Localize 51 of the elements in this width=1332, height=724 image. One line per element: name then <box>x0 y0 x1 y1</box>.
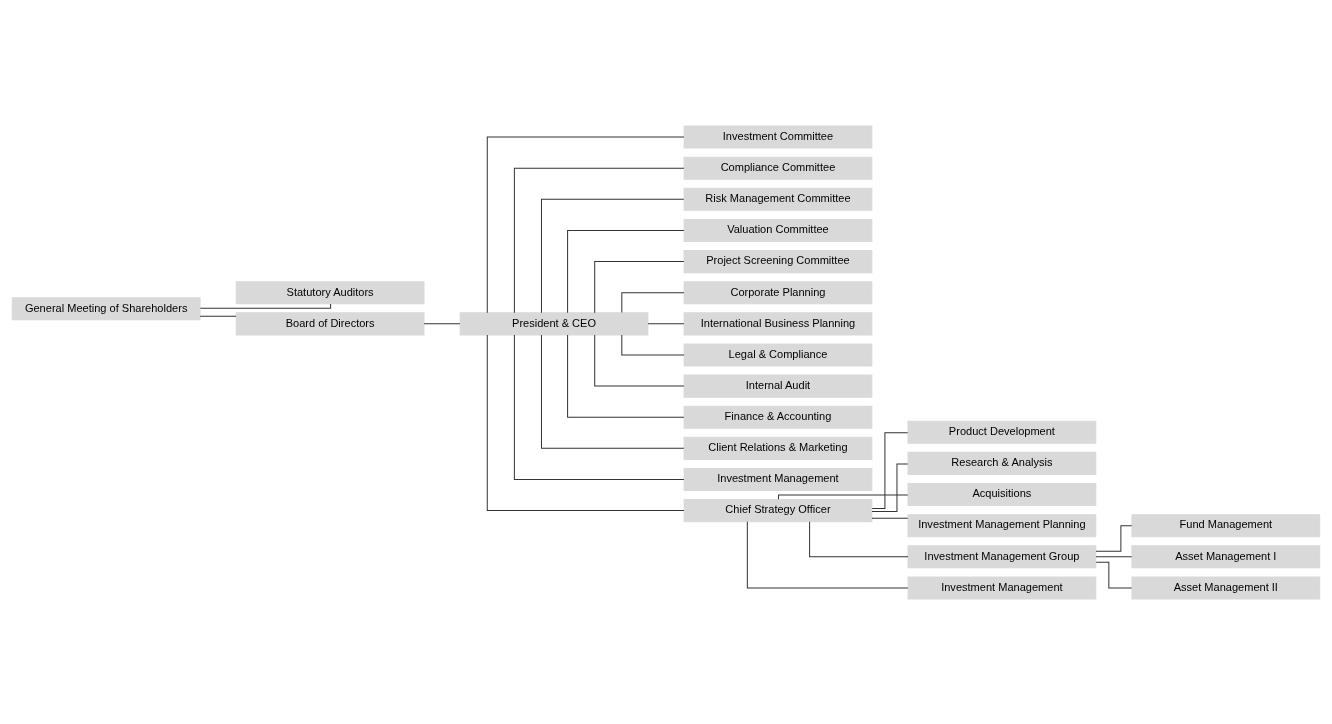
connector <box>513 334 685 480</box>
connector <box>594 260 685 313</box>
connector <box>621 334 685 355</box>
connector <box>777 494 909 500</box>
node-box: Acquisitions <box>907 482 1097 506</box>
node-box: Project Screening Committee <box>683 249 873 273</box>
node-box: Asset Management I <box>1131 544 1321 568</box>
connector <box>423 322 461 324</box>
node-box: Fund Management <box>1131 513 1321 537</box>
connector <box>541 198 685 313</box>
node-box: Investment Committee <box>683 125 873 149</box>
node-box: Investment Management Planning <box>907 513 1097 537</box>
node-box: Internal Audit <box>683 374 873 398</box>
connector <box>1095 555 1133 557</box>
node-box: Corporate Planning <box>683 280 873 304</box>
node-box: Risk Management Committee <box>683 187 873 211</box>
connector <box>1095 524 1133 552</box>
node-box: International Business Planning <box>683 311 873 335</box>
connector <box>809 520 909 557</box>
node-box: Client Relations & Marketing <box>683 436 873 460</box>
connector <box>621 291 685 313</box>
connector <box>199 315 237 317</box>
connector <box>486 136 685 313</box>
connector <box>871 462 909 512</box>
connector <box>513 167 685 313</box>
node-box: Research & Analysis <box>907 451 1097 475</box>
node-box: Legal & Compliance <box>683 342 873 366</box>
connector <box>199 303 332 309</box>
node-box: Finance & Accounting <box>683 405 873 429</box>
connector <box>1095 561 1133 588</box>
node-box: President & CEO <box>459 311 649 335</box>
connector <box>746 520 909 588</box>
connector <box>871 431 909 509</box>
node-box: Investment Management <box>683 467 873 491</box>
node-box: Board of Directors <box>235 311 425 335</box>
node-box: Valuation Committee <box>683 218 873 242</box>
connector <box>486 333 685 511</box>
node-box: Investment Management Group <box>907 544 1097 568</box>
node-box: Chief Strategy Officer <box>683 498 873 522</box>
connector <box>541 333 685 449</box>
connector <box>871 517 909 519</box>
node-box: Asset Management II <box>1131 575 1321 599</box>
node-box: Compliance Committee <box>683 156 873 180</box>
node-box: General Meeting of Shareholders <box>11 296 201 320</box>
connector <box>567 229 685 313</box>
node-box: Investment Management <box>907 575 1097 599</box>
connector <box>647 322 685 324</box>
node-box: Product Development <box>907 420 1097 444</box>
connector <box>567 333 685 418</box>
connector <box>594 333 685 387</box>
node-box: Statutory Auditors <box>235 280 425 304</box>
